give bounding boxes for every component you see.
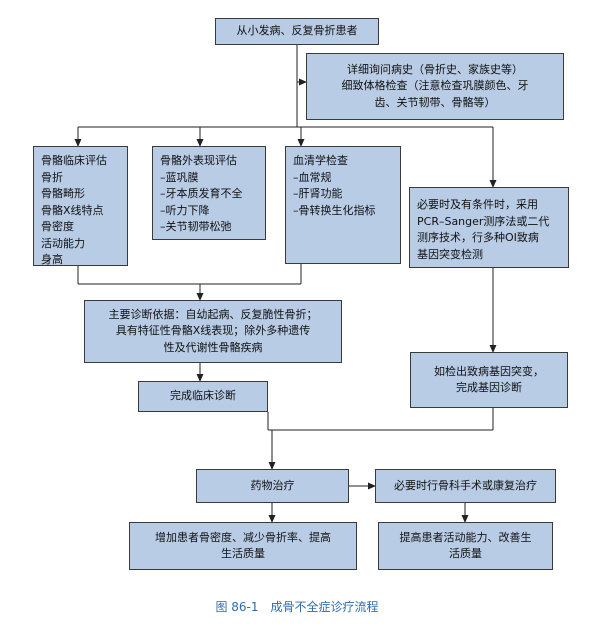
- node-criteria-line: 主要诊断依据：自幼起病、反复脆性骨折；: [108, 307, 318, 321]
- node-start: 从小发病、反复骨折患者: [215, 18, 379, 45]
- node-history-line: 细致体格检查（注意检查巩膜颜色、牙: [341, 79, 529, 93]
- node-serum-line: –血常规: [293, 170, 332, 184]
- node-outcome-drug-line: 增加患者骨密度、减少骨折率、提高: [155, 530, 331, 544]
- node-serum: 血清学检查 –血常规 –肝肾功能 –骨转换生化指标: [285, 146, 401, 264]
- node-criteria: 主要诊断依据：自幼起病、反复脆性骨折； 具有特征性骨骼X线表现；除外多种遗传 性…: [84, 300, 342, 363]
- node-surgery-line: 必要时行骨科手术或康复治疗: [394, 478, 537, 492]
- node-skeletal-line: 骨骼临床评估: [41, 154, 107, 167]
- node-skeletal-line: 身高: [41, 253, 63, 266]
- node-skeletal-line: 骨骼X线特点: [41, 203, 104, 217]
- node-history-line: 详细询问病史（骨折史、家族史等）: [347, 62, 523, 76]
- figure-caption: 图 86-1 成骨不全症诊疗流程: [215, 600, 379, 614]
- node-history: 详细询问病史（骨折史、家族史等） 细致体格检查（注意检查巩膜颜色、牙 齿、关节韧…: [306, 53, 564, 120]
- node-clinical-diagnosis-line: 完成临床诊断: [170, 389, 236, 403]
- node-gene-test-line: 基因突变检测: [417, 247, 483, 261]
- node-gene-diagnosis-line: 完成基因诊断: [456, 381, 522, 394]
- node-outcome-surgery-line: 活质量: [449, 547, 482, 560]
- node-gene-test-line: 必要时及有条件时，采用: [417, 198, 538, 211]
- node-extraskeletal-line: –关节韧带松弛: [160, 220, 232, 233]
- node-extraskeletal-line: 骨骼外表现评估: [160, 154, 237, 167]
- node-extraskeletal-line: –听力下降: [160, 203, 210, 217]
- node-outcome-surgery: 提高患者活动能力、改善生 活质量: [378, 522, 553, 570]
- node-serum-line: 血清学检查: [293, 154, 348, 167]
- node-criteria-line: 性及代谢性骨骼疾病: [163, 340, 263, 354]
- node-gene-diagnosis: 如检出致病基因突变， 完成基因诊断: [410, 352, 568, 408]
- node-extraskeletal-line: –蓝巩膜: [160, 170, 199, 184]
- node-extraskeletal: 骨骼外表现评估 –蓝巩膜 –牙本质发育不全 –听力下降 –关节韧带松弛: [152, 146, 266, 240]
- node-skeletal: 骨骼临床评估 骨折 骨骼畸形 骨骼X线特点 骨密度 活动能力 身高: [33, 146, 128, 266]
- node-skeletal-line: 活动能力: [41, 236, 85, 250]
- node-gene-test-line: 测序技术，行多种OI致病: [417, 231, 539, 244]
- node-outcome-surgery-line: 提高患者活动能力、改善生: [399, 530, 532, 544]
- node-skeletal-line: 骨折: [41, 170, 63, 184]
- node-drug-therapy: 药物治疗: [196, 469, 349, 503]
- node-criteria-line: 具有特征性骨骼X线表现；除外多种遗传: [115, 324, 311, 338]
- node-clinical-diagnosis: 完成临床诊断: [138, 381, 268, 412]
- node-start-line: 从小发病、反复骨折患者: [236, 24, 358, 38]
- node-serum-line: –肝肾功能: [293, 187, 343, 200]
- node-outcome-drug-line: 生活质量: [221, 547, 265, 560]
- node-outcome-drug: 增加患者骨密度、减少骨折率、提高 生活质量: [129, 522, 357, 570]
- node-surgery: 必要时行骨科手术或康复治疗: [375, 469, 556, 503]
- node-drug-therapy-line: 药物治疗: [250, 478, 295, 492]
- node-history-line: 齿、关节韧带、骨骼等）: [374, 95, 496, 109]
- node-extraskeletal-line: –牙本质发育不全: [160, 187, 243, 200]
- node-gene-test-line: PCR–Sanger测序法或二代: [417, 214, 550, 228]
- node-gene-test: 必要时及有条件时，采用 PCR–Sanger测序法或二代 测序技术，行多种OI致…: [409, 187, 569, 268]
- node-skeletal-line: 骨密度: [41, 220, 74, 233]
- node-serum-line: –骨转换生化指标: [293, 203, 376, 217]
- node-gene-diagnosis-line: 如检出致病基因突变，: [434, 364, 544, 378]
- node-skeletal-line: 骨骼畸形: [41, 187, 85, 200]
